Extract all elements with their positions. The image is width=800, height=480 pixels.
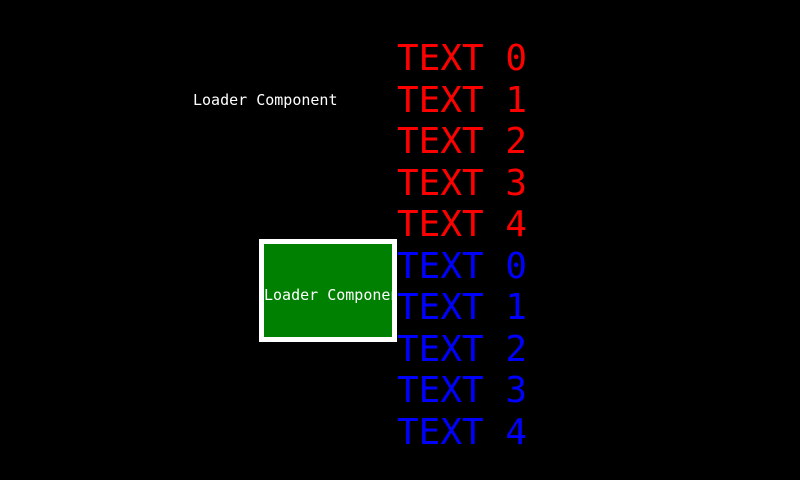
text-item[interactable]: TEXT 2 [397,121,528,162]
text-item[interactable]: TEXT 1 [397,79,528,121]
text-item[interactable]: TEXT 2 [397,328,528,370]
text-item[interactable]: TEXT 3 [397,162,528,204]
text-item[interactable]: TEXT 0 [397,38,528,79]
text-item[interactable]: TEXT 4 [397,411,528,453]
text-item[interactable]: TEXT 4 [397,204,528,245]
loader-component-box[interactable]: Loader Component [259,239,397,342]
text-item[interactable]: TEXT 3 [397,370,528,411]
text-item[interactable]: TEXT 0 [397,245,528,287]
loader-component-label-plain: Loader Component [193,91,338,109]
text-item[interactable]: TEXT 1 [397,287,528,328]
loader-component-box-label: Loader Component [264,286,397,304]
